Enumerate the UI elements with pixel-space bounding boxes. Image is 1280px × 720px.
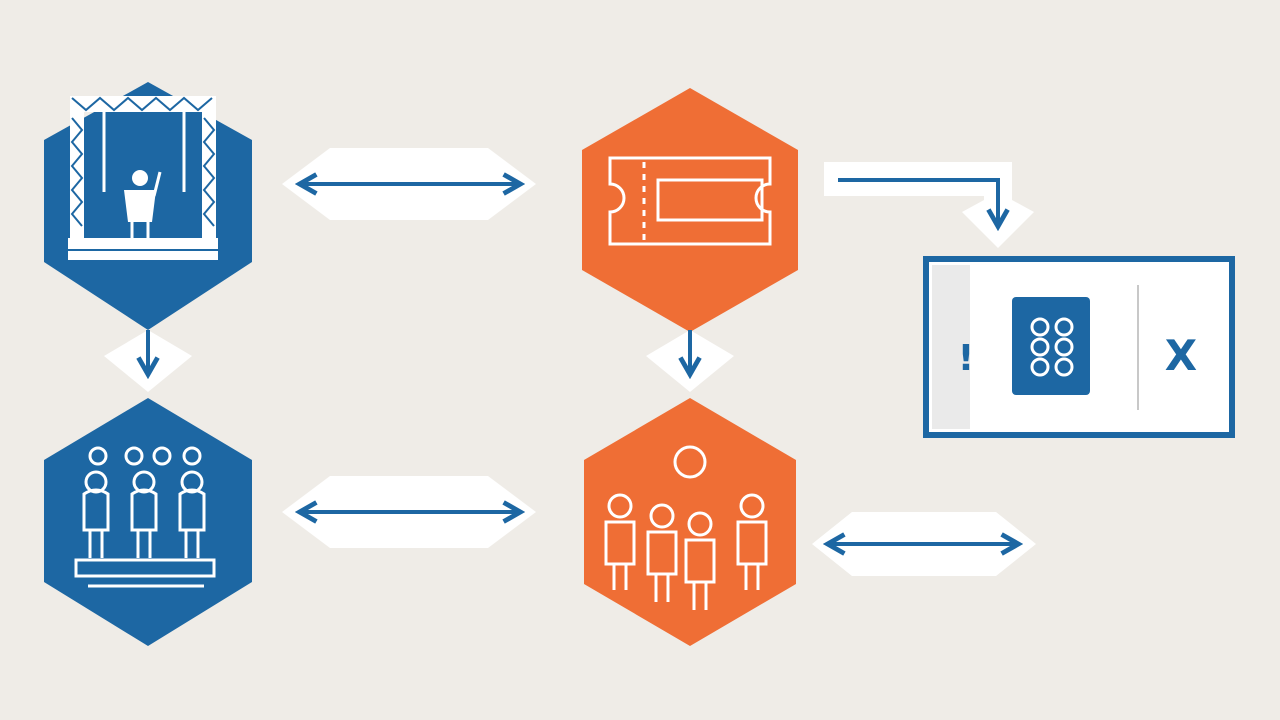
audience-crowd-bidirectional-arrow (282, 476, 536, 548)
audience-node (44, 398, 252, 646)
stage-ticket-bidirectional-arrow (282, 148, 536, 220)
access-panel: ! X (923, 256, 1235, 438)
ticket-panel-elbow-arrow (824, 162, 1034, 248)
ticket-hexagon (582, 88, 798, 332)
close-glyph: X (1165, 331, 1197, 380)
seated-audience-icon (74, 446, 216, 588)
alert-glyph: ! (958, 338, 974, 379)
crowd-outbound-bidirectional-arrow (812, 512, 1036, 576)
stage-performer-icon (68, 96, 218, 260)
stage-node (44, 82, 252, 330)
keypad-icon (1012, 297, 1090, 395)
ticket-crowd-down-arrow (646, 330, 734, 392)
stage-audience-down-arrow (104, 330, 192, 392)
ticket-node (582, 88, 798, 332)
crowd-people-icon (604, 445, 768, 610)
audience-hexagon (44, 398, 252, 646)
crowd-node (584, 398, 796, 646)
ticket-icon (608, 156, 772, 246)
